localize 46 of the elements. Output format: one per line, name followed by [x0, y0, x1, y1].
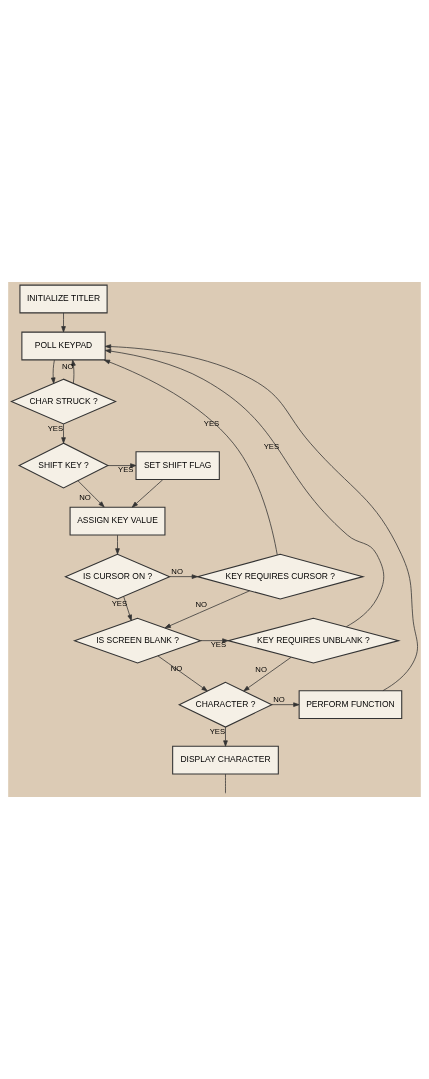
- edge-label: NO: [61, 362, 74, 372]
- edge-label: NO: [255, 664, 267, 674]
- arrow: [105, 348, 385, 628]
- node-diamond: KEY REQUIRES UNBLANK ?: [226, 617, 401, 664]
- edge-label: YES: [47, 424, 64, 434]
- edge-label: YES: [203, 418, 220, 428]
- arrow: [131, 479, 164, 508]
- connector: [225, 773, 226, 794]
- arrow: [115, 534, 120, 555]
- node-box: POLL KEYPAD: [21, 331, 106, 361]
- node-box: ASSIGN KEY VALUE: [69, 506, 166, 536]
- arrow: [223, 726, 228, 747]
- edge-label: NO: [79, 493, 91, 503]
- arrow: [164, 590, 251, 629]
- arrow: [104, 344, 418, 692]
- arrow: [169, 574, 198, 579]
- edge-label: YES: [118, 464, 134, 474]
- arrow: [61, 312, 66, 333]
- edge-label: NO: [170, 664, 183, 674]
- edge-label: NO: [273, 695, 285, 705]
- arrow: [243, 656, 292, 692]
- arrow: [50, 359, 56, 384]
- edge-label: NO: [171, 567, 183, 577]
- node-diamond: IS SCREEN BLANK ?: [72, 617, 203, 664]
- node-box: DISPLAY CHARACTER: [172, 745, 279, 775]
- arrow: [123, 596, 132, 621]
- arrow: [271, 702, 300, 707]
- node-diamond: KEY REQUIRES CURSOR ?: [195, 553, 366, 600]
- edge-label: YES: [111, 599, 128, 609]
- node-diamond: CHARACTER ?: [177, 681, 273, 728]
- edge-label: NO: [195, 600, 207, 610]
- edge-label: YES: [210, 639, 227, 649]
- arrow: [77, 480, 105, 508]
- arrow: [107, 463, 137, 468]
- node-box: INITIALIZE TITLER: [19, 284, 108, 314]
- arrow: [157, 655, 208, 692]
- arrow: [200, 638, 229, 643]
- node-diamond: SHIFT KEY ?: [17, 442, 110, 489]
- edge-label: YES: [263, 441, 280, 451]
- node-diamond: IS CURSOR ON ?: [64, 553, 171, 600]
- arrow: [61, 423, 66, 444]
- node-box: SET SHIFT FLAG: [135, 451, 220, 480]
- node-box: PERFORM FUNCTION: [298, 690, 403, 720]
- edge-label: YES: [209, 727, 226, 737]
- arrow: [103, 359, 278, 556]
- arrow: [71, 359, 76, 384]
